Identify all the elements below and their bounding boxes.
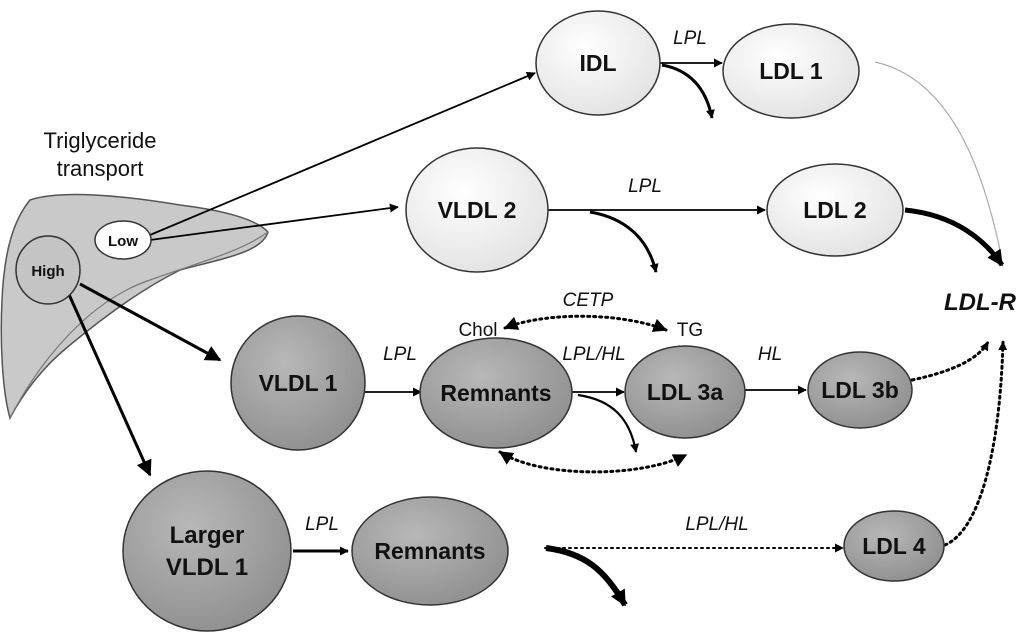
node-vldl2-label: VLDL 2 [438, 197, 517, 223]
ldl-receptor-label: LDL-R [944, 289, 1017, 316]
arrow-ldl4-to-ldlr [943, 340, 1008, 547]
arrow-vldl2-branch [589, 210, 659, 273]
label-lpl-idl: LPL [673, 28, 707, 49]
node-vldl1-label: VLDL 1 [259, 370, 338, 396]
arrow-remnants-ldl3a-exchange [498, 450, 688, 474]
node-ldl3b [807, 351, 913, 429]
node-ldl3b-label: LDL 3b [821, 377, 899, 403]
liver-high-node [15, 235, 81, 305]
liver-low-label: Low [108, 233, 138, 250]
label-lpl-hl-ldl4: LPL/HL [685, 514, 748, 535]
node-ldl1 [722, 23, 860, 119]
arrow-remnants2-branch [545, 545, 628, 607]
label-tg: TG [677, 320, 703, 341]
node-remnants2-label: Remnants [374, 538, 485, 564]
arrow-remnants-branch [577, 393, 640, 453]
node-remnants1 [419, 337, 573, 449]
node-ldl2 [766, 163, 904, 257]
arrow-idl-branch [661, 63, 715, 119]
label-lpl-vldl1: LPL [383, 344, 417, 365]
title-line2: transport [57, 156, 144, 181]
node-remnants1-label: Remnants [440, 380, 551, 406]
arrow-ldl1-to-ldlr [874, 61, 1001, 251]
arrow-ldl2-to-ldlr [904, 207, 1005, 267]
title-line1: Triglyceride [44, 128, 157, 153]
node-larger-vldl1-label-1: Larger [170, 522, 245, 549]
node-ldl4 [843, 510, 945, 582]
label-lpl-hl-remnants: LPL/HL [562, 344, 625, 365]
label-lpl-vldl2: LPL [628, 176, 662, 197]
node-larger-vldl1 [122, 470, 292, 632]
liver-low-node [94, 220, 152, 260]
arrow-high-to-vldl1 [79, 282, 222, 362]
arrow-ldl3b-to-ldlr [910, 340, 990, 382]
label-lpl-larger: LPL [305, 514, 339, 535]
arrow-low-to-idl [149, 71, 536, 236]
arrow-low-to-vldl2 [149, 203, 399, 241]
label-cetp: CETP [563, 290, 614, 311]
node-idl [535, 10, 661, 116]
node-vldl1 [230, 315, 366, 451]
node-vldl2 [405, 147, 549, 273]
arrow-cetp-exchange [503, 314, 668, 332]
node-ldl2-label: LDL 2 [803, 197, 866, 223]
node-ldl3a [624, 345, 746, 439]
node-idl-label: IDL [579, 50, 616, 76]
label-hl: HL [758, 344, 782, 365]
node-remnants2 [351, 496, 509, 606]
node-ldl3a-label: LDL 3a [647, 379, 723, 405]
liver-high-label: High [31, 263, 64, 280]
node-ldl4-label: LDL 4 [862, 533, 926, 559]
arrow-high-to-larger-vldl1 [65, 289, 152, 477]
label-chol: Chol [458, 320, 497, 341]
liver-lobe-line [9, 231, 269, 419]
node-ldl1-label: LDL 1 [759, 58, 823, 84]
node-larger-vldl1-label-2: VLDL 1 [166, 554, 248, 581]
